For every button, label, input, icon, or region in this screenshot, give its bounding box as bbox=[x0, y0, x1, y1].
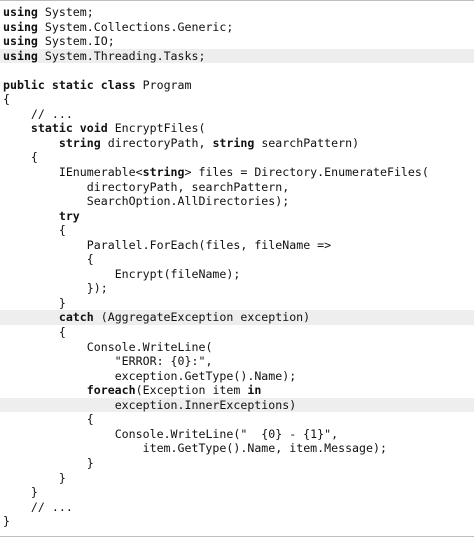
code-line: } bbox=[3, 514, 10, 529]
code-line: Console.WriteLine( bbox=[86, 339, 213, 354]
code-line: using System.Threading.Tasks; bbox=[0, 48, 474, 64]
code-line: static void EncryptFiles( bbox=[30, 121, 206, 136]
code-line: SearchOption.AllDirectories); bbox=[86, 194, 290, 209]
code-line: Encrypt(fileName); bbox=[114, 266, 241, 281]
code-line: exception.GetType().Name); bbox=[114, 368, 297, 383]
code-line: IEnumerable<string> files = Directory.En… bbox=[58, 165, 429, 180]
code-line: { bbox=[3, 92, 10, 107]
code-line: Parallel.ForEach(files, fileName => bbox=[86, 237, 332, 252]
code-line: exception.InnerExceptions) bbox=[0, 397, 474, 413]
code-line: try bbox=[58, 208, 80, 223]
code-line: using System.IO; bbox=[3, 34, 115, 49]
code-line: string directoryPath, string searchPatte… bbox=[58, 135, 360, 150]
code-line: using System; bbox=[3, 5, 94, 19]
code-line: } bbox=[3, 470, 66, 485]
code-line: using System.Collections.Generic; bbox=[3, 19, 234, 34]
code-line: { bbox=[3, 252, 94, 267]
code-line: } bbox=[3, 295, 66, 310]
code-line: { bbox=[3, 412, 94, 427]
code-line: } bbox=[3, 455, 94, 470]
code-line: }); bbox=[3, 281, 108, 296]
code-line: Console.WriteLine(" {0} - {1}", bbox=[114, 426, 339, 441]
code-line: foreach(Exception item in bbox=[86, 383, 262, 398]
code-line: // ... bbox=[3, 106, 73, 121]
code-line: // ... bbox=[3, 499, 73, 514]
code-line: public static class Program bbox=[3, 77, 192, 92]
code-line: "ERROR: {0}:", bbox=[3, 354, 213, 369]
code-line: ​ bbox=[0, 63, 474, 78]
code-line: item.GetType().Name, item.Message); bbox=[142, 441, 387, 456]
code-line: { bbox=[3, 223, 66, 238]
code-line: } bbox=[3, 485, 38, 500]
code-line: { bbox=[3, 150, 38, 165]
code-line: directoryPath, searchPattern, bbox=[86, 179, 290, 194]
code-line: { bbox=[3, 325, 66, 340]
code-line: catch (AggregateException exception) bbox=[0, 310, 474, 326]
